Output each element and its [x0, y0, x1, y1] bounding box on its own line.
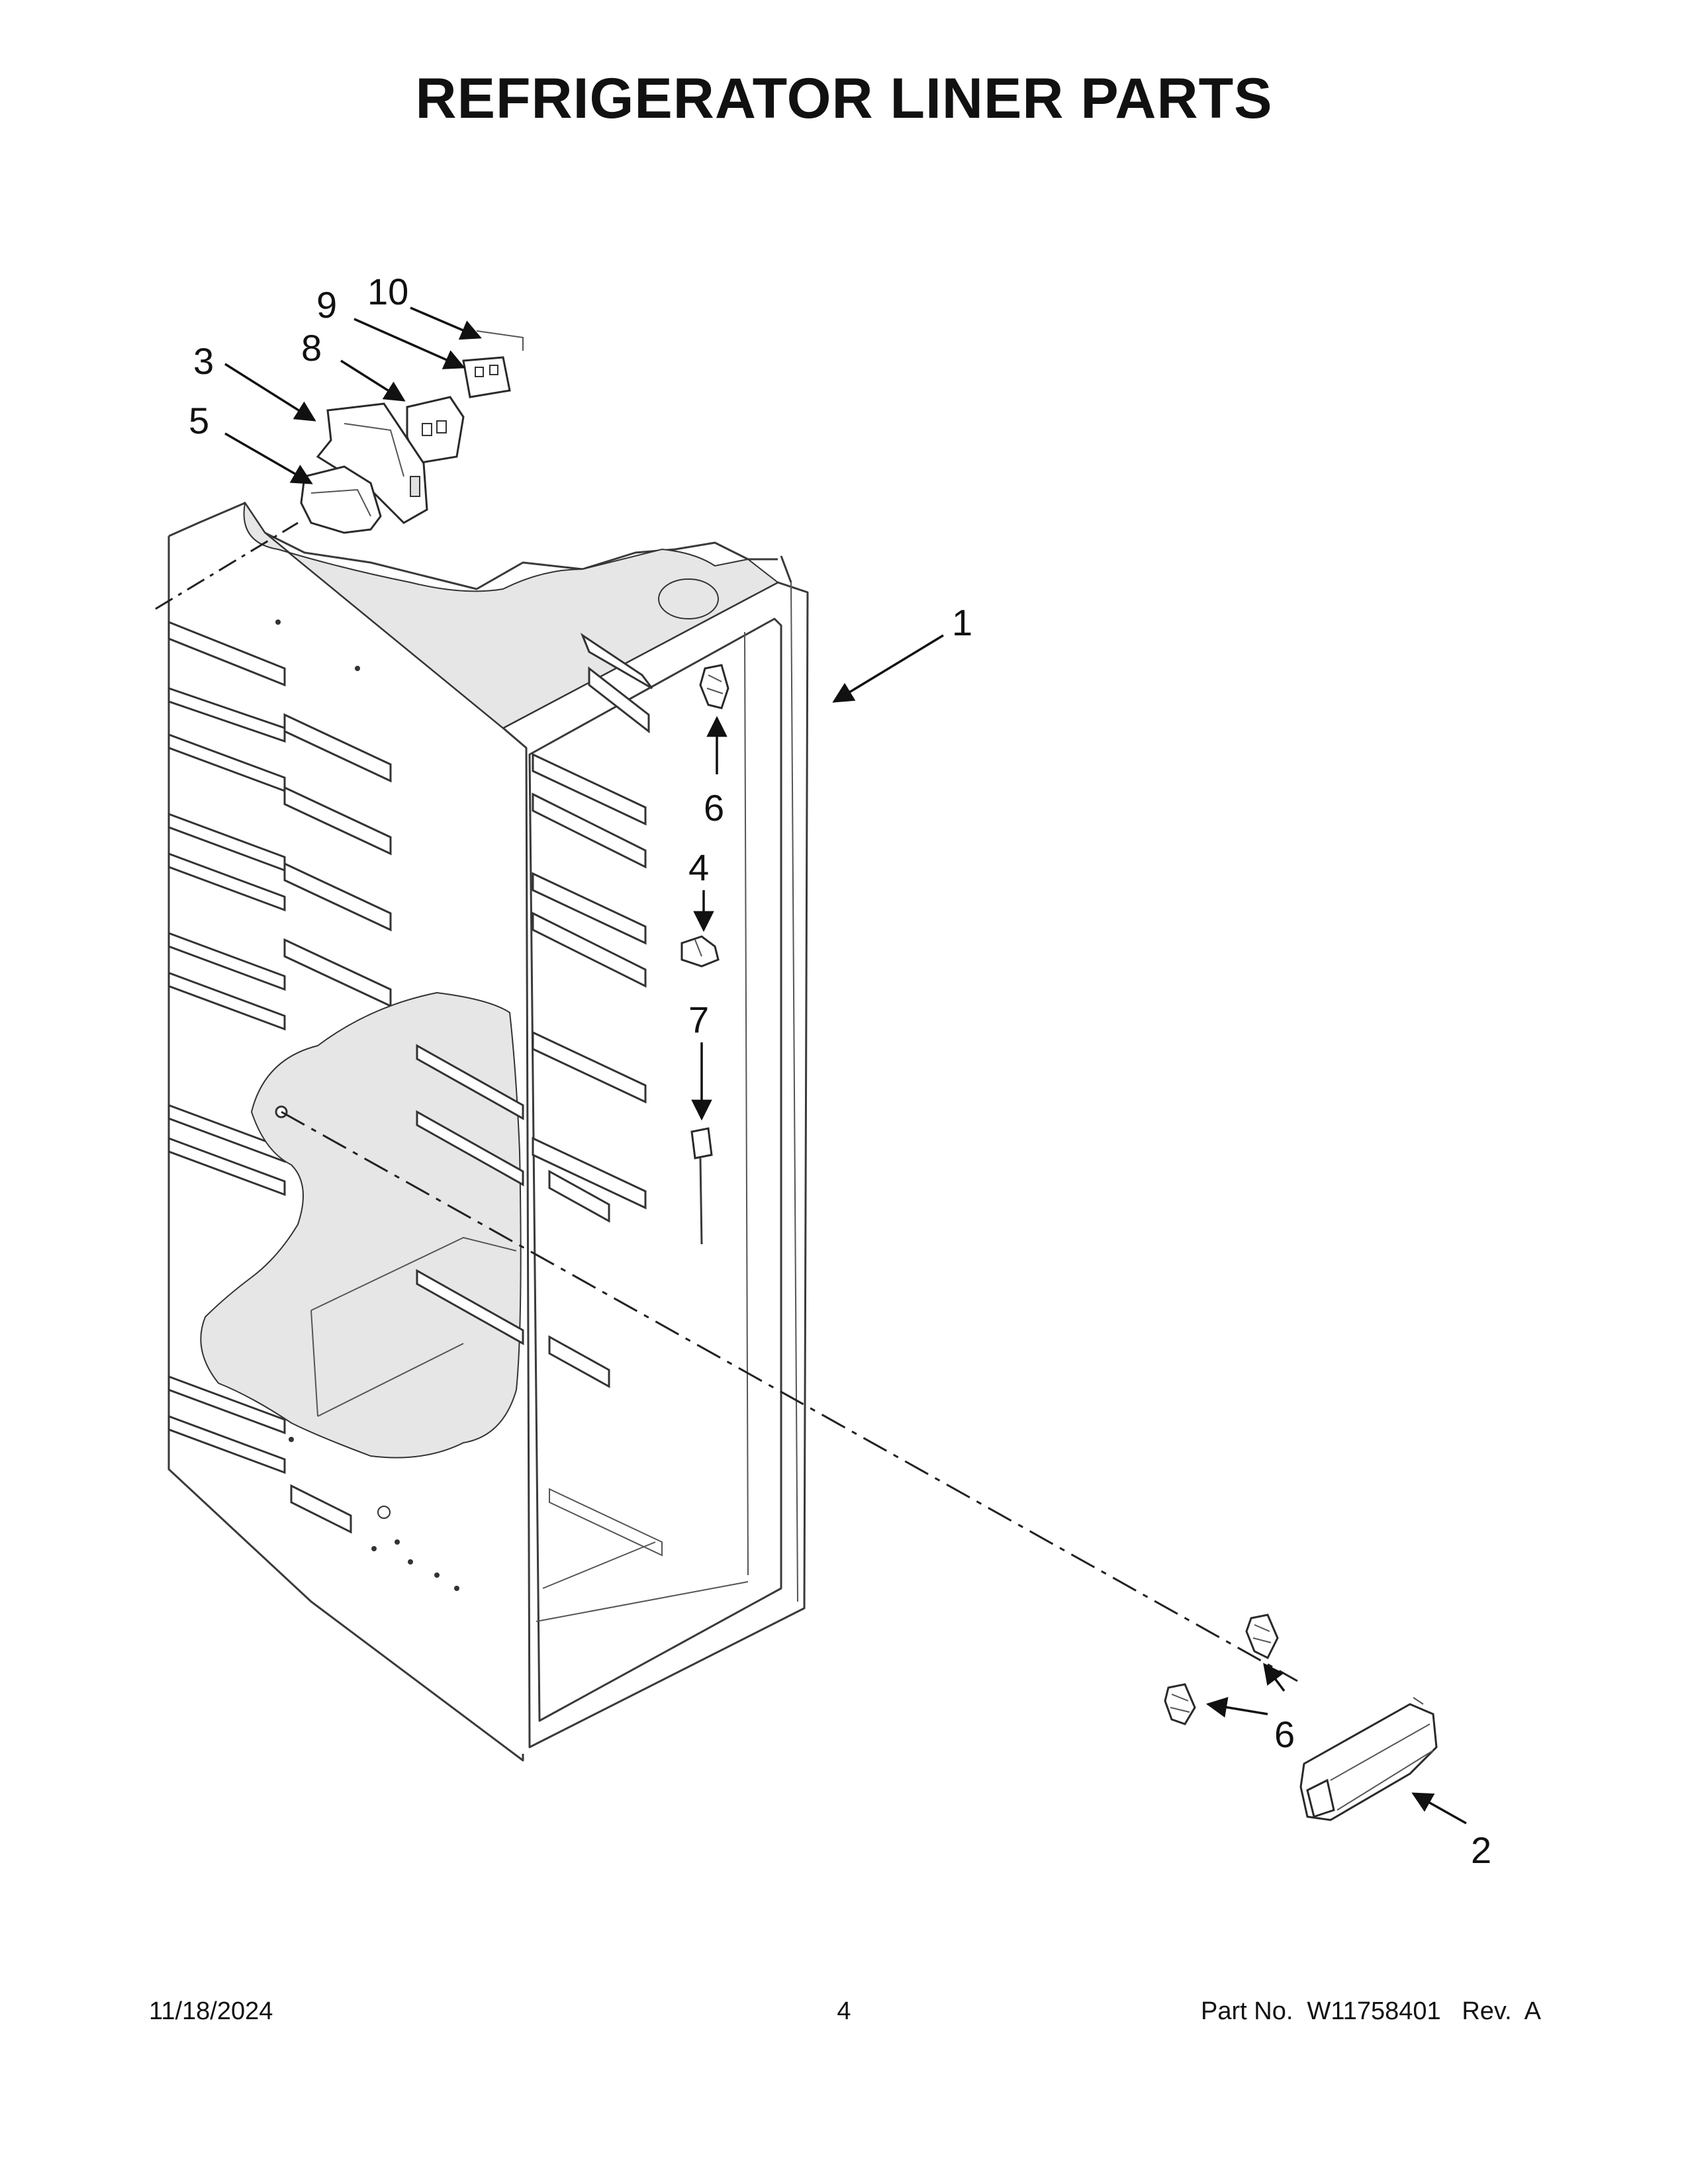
leader-lines: [224, 306, 1467, 1825]
part-5-damper: [300, 465, 382, 534]
footer-page-number: 4: [837, 1997, 851, 2025]
callout-4: 4: [688, 846, 709, 888]
callout-labels: 1 2 3 4 5 6 6 7 8 9 10: [189, 271, 1491, 1871]
part-10-clip: [476, 330, 524, 351]
side-mounting-holes: [275, 619, 459, 1591]
part-6-light-socket-lower-left: [1164, 1683, 1196, 1725]
page-title: REFRIGERATOR LINER PARTS: [415, 67, 1273, 130]
part-4-clip: [680, 935, 720, 968]
part-7-thermistor: [690, 1127, 713, 1245]
part-6-light-socket-upper: [699, 664, 729, 709]
callout-1: 1: [952, 602, 972, 643]
callout-10: 10: [367, 271, 408, 312]
part-6-light-socket-lower-right: [1245, 1614, 1279, 1660]
callout-6-lower: 6: [1274, 1713, 1295, 1755]
interior-shelf-ridges: [532, 633, 653, 1388]
footer-part-number: Part No. W11758401 Rev. A: [1201, 1997, 1541, 2025]
callout-2: 2: [1471, 1829, 1491, 1871]
callout-7: 7: [688, 999, 709, 1040]
part-3-control-housing: [316, 402, 428, 524]
callout-3: 3: [193, 340, 214, 382]
refrigerator-liner: [155, 501, 1298, 1762]
part-9-bracket: [462, 356, 511, 398]
part-2-lamp-cover: [1299, 1697, 1438, 1821]
callout-8: 8: [301, 327, 322, 369]
footer-date: 11/18/2024: [149, 1997, 273, 2025]
callout-9: 9: [316, 284, 337, 326]
callout-6-upper: 6: [704, 787, 724, 829]
side-shelf-ridges: [167, 620, 392, 1534]
callout-5: 5: [189, 400, 209, 441]
